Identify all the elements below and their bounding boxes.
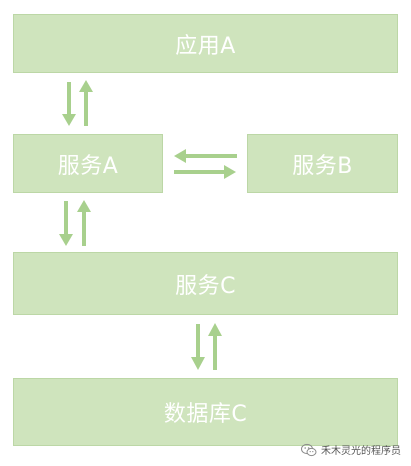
arrow-app-a-to-service-a xyxy=(62,82,76,126)
node-app-a: 应用A xyxy=(13,14,398,73)
node-service-b-label: 服务B xyxy=(292,153,353,179)
wechat-icon xyxy=(301,443,317,456)
arrow-service-a-to-app-a xyxy=(79,80,93,126)
node-database-c: 数据库C xyxy=(13,378,398,446)
arrow-service-b-to-service-a xyxy=(174,149,237,163)
watermark-text: 禾木灵光的程序员 xyxy=(321,446,401,457)
node-service-b: 服务B xyxy=(247,134,398,193)
node-service-c: 服务C xyxy=(13,252,398,315)
watermark: 禾木灵光的程序员 xyxy=(301,442,401,457)
node-database-c-label: 数据库C xyxy=(163,402,248,427)
arrow-service-a-to-service-c xyxy=(59,201,73,246)
arrow-database-c-to-service-c xyxy=(208,323,222,370)
node-app-a-label: 应用A xyxy=(175,33,236,59)
arrow-service-c-to-service-a xyxy=(77,200,91,246)
node-service-c-label: 服务C xyxy=(175,273,236,299)
node-service-a: 服务A xyxy=(13,134,163,193)
arrow-service-c-to-database-c xyxy=(191,324,205,370)
node-service-a-label: 服务A xyxy=(57,153,119,179)
arrow-service-a-to-service-b xyxy=(174,165,236,179)
